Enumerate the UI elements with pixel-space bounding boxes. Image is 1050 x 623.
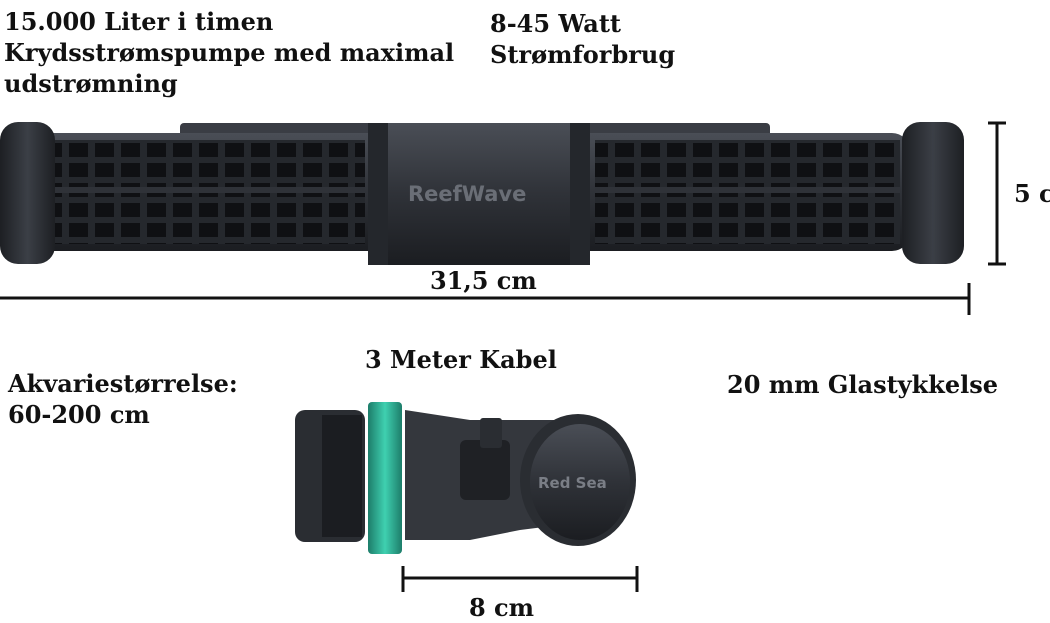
flow-line-2: Krydsstrømspumpe med maximal <box>4 38 455 67</box>
height-dimension-label: 5 c <box>1014 179 1050 208</box>
reefwave-logo: ReefWave <box>408 182 526 206</box>
reefwave-pump: ReefWave <box>0 122 964 265</box>
tank-line-1: Akvariestørrelse: <box>8 369 238 398</box>
power-line-1: 8-45 Watt <box>490 9 622 38</box>
height-dimension-line <box>988 121 1006 266</box>
length-dimension-line <box>0 283 971 315</box>
power-line-2: Strømforbrug <box>490 40 676 69</box>
flow-spec: 15.000 Liter i timen Krydsstrømspumpe me… <box>4 6 454 99</box>
magnet-width-dimension-label: 8 cm <box>469 593 535 622</box>
glass-thickness-spec: 20 mm Glastykkelse <box>727 370 999 399</box>
length-dimension-label: 31,5 cm <box>430 266 537 295</box>
flow-line-3: udstrømning <box>4 69 178 98</box>
red-sea-logo: Red Sea <box>538 474 607 492</box>
flow-line-1: 15.000 Liter i timen <box>4 7 274 36</box>
cable-spec: 3 Meter Kabel <box>365 345 557 374</box>
power-spec: 8-45 Watt Strømforbrug <box>490 8 675 70</box>
magnet-mount: Red Sea <box>295 402 636 554</box>
magnet-width-dimension-line <box>401 566 639 592</box>
tank-size-spec: Akvariestørrelse: 60-200 cm <box>8 368 238 430</box>
tank-line-2: 60-200 cm <box>8 400 150 429</box>
